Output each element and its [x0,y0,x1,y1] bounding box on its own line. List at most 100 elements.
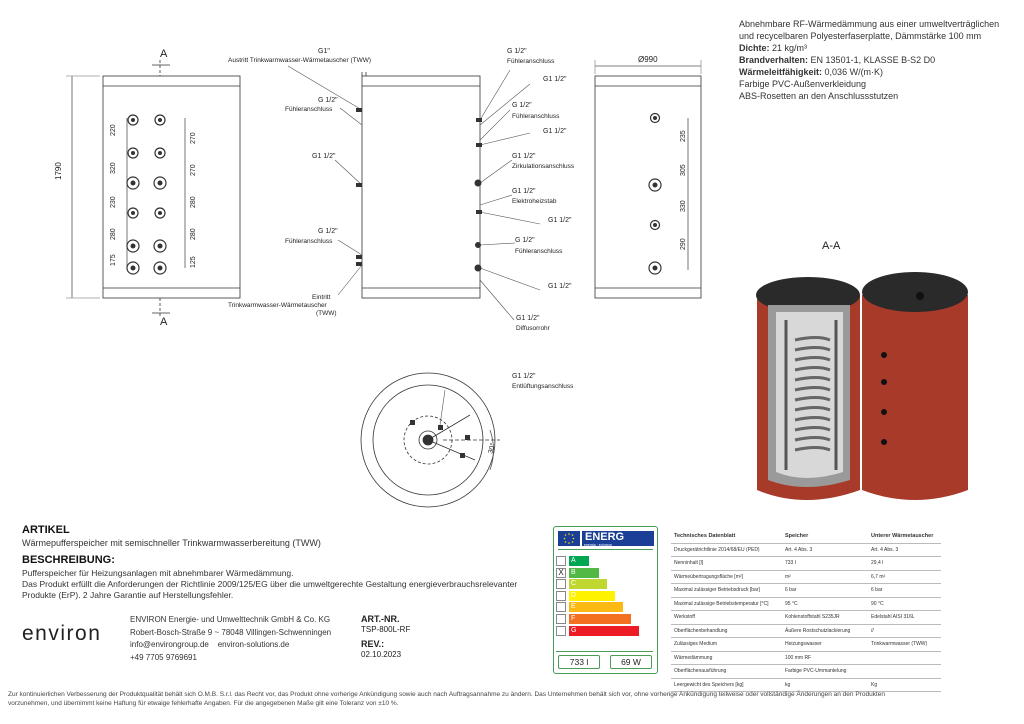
article-section: ARTIKEL Wärmepufferspeicher mit semischn… [22,524,321,549]
dim-left-1: 220 [110,124,117,136]
datasheet-cell: Oberflächenbehandlung [671,624,782,638]
datasheet-cell: Art. 4 Abs. 3 [782,543,868,557]
datasheet-cell: Wärmeübertragungsfläche [m²] [671,570,782,584]
company-logo: environ [22,622,102,645]
callout-g12-a: G 1/2" [318,97,338,104]
callout-austritt: Austritt Trinkwarmwasser-Wärmetauscher (… [228,57,372,64]
spec-extra-2: ABS-Rosetten an den Anschlussstutzen [739,91,899,101]
dim-center-4: 280 [190,228,197,240]
callout-r-g1-4: G1 1/2" [512,188,536,195]
callout-fuehler-b: Fühleranschluss [285,238,333,245]
article-number-value: TSP-800L-RF [361,625,411,634]
dim-center-3: 280 [190,196,197,208]
dim-left-2: 320 [110,162,117,174]
callout-r-fuehler-3: Fühleranschluss [515,248,563,255]
spec-extra-1: Farbige PVC-Außenverkleidung [739,79,867,89]
company-web[interactable]: environ-solutions.de [217,640,290,649]
datasheet-cell: kg [782,678,868,692]
callout-r-g1-7: G1 1/2" [516,315,540,322]
datasheet-cell: 6,7 m² [868,570,941,584]
revision-value: 02.10.2023 [361,650,402,659]
callout-r-diffusor: Diffusorrohr [516,325,550,332]
datasheet-cell: Äußere Rostschutzlackierung [782,624,868,638]
callout-r-elektro: Elektroheizstab [512,198,557,205]
energy-class-a: A [569,556,589,566]
section-mark-bottom: A [160,316,168,328]
conductivity-label: Wärmeleitfähigkeit: [739,67,823,77]
callout-r-g1-2: G1 1/2" [543,128,567,135]
datasheet-cell: 100 mm RF [782,651,868,665]
datasheet-cell: 6 bar [782,583,868,598]
datasheet-cell: Werkstoff [671,610,782,625]
description-section: BESCHREIBUNG: Pufferspeicher für Heizung… [22,554,552,601]
callout-r-g12-1: G 1/2" [507,48,527,55]
datasheet-cell: Oberflächenausführung [671,664,782,679]
tank-front-view [102,75,241,299]
datasheet-cell: Maximal zulässiger Betriebsdruck [bar] [671,583,782,598]
datasheet-header: Technisches Datenblatt Speicher Unterer … [671,530,941,544]
energy-title: ENERG [582,531,654,546]
datasheet-cell: 95 °C [782,597,868,611]
datasheet-cell: 733 l [782,556,868,571]
section-mark-top: A [160,48,168,60]
insulation-specs: Abnehmbare RF-Wärmedämmung aus einer umw… [739,18,1019,102]
energy-selected-mark: X [556,567,566,578]
callout-r-fuehler-1: Fühleranschluss [507,58,555,65]
datasheet-cell: Kg [868,678,941,692]
datasheet-table: Technisches Datenblatt Speicher Unterer … [671,530,941,692]
callout-r-g12-2: G 1/2" [512,102,532,109]
callout-r-zirk: Zirkulationsanschluss [512,163,575,170]
datasheet-cell: Trinkwarmwasser (TWW) [868,637,941,652]
datasheet-cell: Heizungswasser [782,637,868,652]
datasheet-cell: 29,4 l [868,556,941,571]
density-label: Dichte: [739,43,770,53]
callout-top-entl: Entlüftungsanschluss [512,383,574,390]
dim-center-1: 270 [190,132,197,144]
description-title: BESCHREIBUNG: [22,554,115,566]
dim-left-5: 175 [110,254,117,266]
datasheet-cell: m² [782,570,868,584]
datasheet-col-3: Unterer Wärmetauscher [868,530,941,544]
datasheet-cell: Zulässiges Medium [671,637,782,652]
callout-r-fuehler-2: Fühleranschluss [512,113,560,120]
article-title: ARTIKEL [22,524,70,536]
callout-eintritt-2: Trinkwarmwasser-Wärmetauscher [228,302,327,309]
datasheet: Technisches Datenblatt Speicher Unterer … [671,530,941,692]
datasheet-row: Maximal zulässiger Betriebsdruck [bar]6 … [671,583,941,598]
callout-eintritt-1: Eintritt [312,294,331,301]
callout-r-g1-3: G1 1/2" [512,153,536,160]
datasheet-cell: Nenninhalt [l] [671,556,782,571]
datasheet-cell: // [868,624,941,638]
tank-rear-view [594,75,702,299]
datasheet-cell: Art. 4 Abs. 3 [868,543,941,557]
article-text: Wärmepufferspeicher mit semischneller Tr… [22,538,321,548]
callout-r-g1-6: G1 1/2" [548,283,572,290]
datasheet-col-2: Speicher [782,530,868,544]
company-phone: +49 7705 9769691 [130,652,197,662]
dim-center-5: 125 [190,256,197,268]
dim-right-2: 305 [680,164,687,176]
tank-top-view [360,372,500,508]
callout-top-g1: G1 1/2" [512,373,536,380]
spec-heading-1: Abnehmbare RF-Wärmedämmung aus einer umw… [739,19,1000,29]
callout-g1-left: G1 1/2" [312,153,336,160]
callout-r-g1-1: G1 1/2" [543,76,567,83]
company-name: ENVIRON Energie- und Umwelttechnik GmbH … [130,615,331,624]
callout-eintritt-3: (TWW) [316,310,337,317]
description-line-1: Pufferspeicher für Heizungsanlagen mit a… [22,568,294,578]
datasheet-cell: Maximal zulässige Betriebstemperatur [°C… [671,597,782,611]
callout-g1-top: G1" [318,48,330,55]
conductivity-value: 0,036 W/(m·K) [824,67,884,77]
energy-loss: 69 W [610,655,652,669]
tank-side-view [361,75,481,299]
footer-line-1: Zur kontinuierlichen Verbesserung der Pr… [8,691,885,698]
company-email[interactable]: info@environgroup.de [130,640,209,649]
tank-3d-render [756,272,968,500]
datasheet-col-1: Technisches Datenblatt [671,530,782,544]
dim-left-4: 280 [110,228,117,240]
diameter-dimension: Ø990 [638,55,658,64]
